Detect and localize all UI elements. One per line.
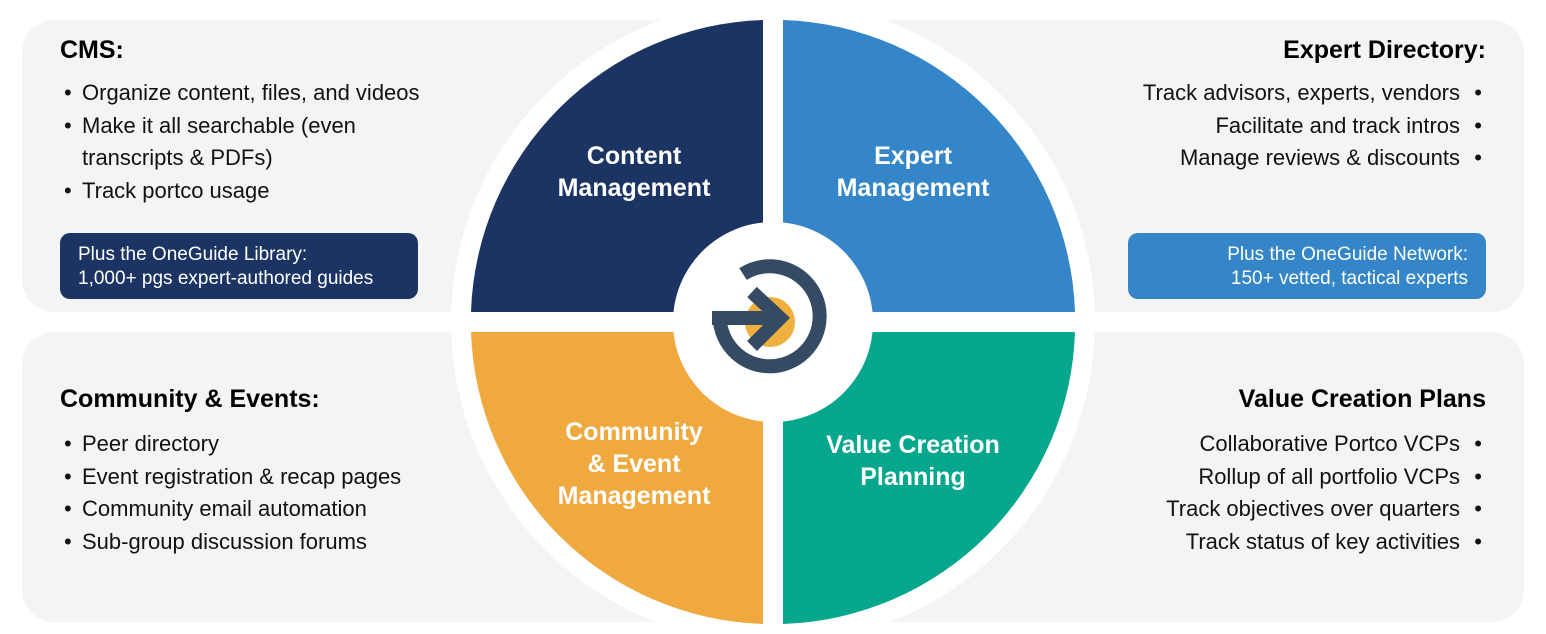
list-item: Make it all searchable (even transcripts… [60, 110, 412, 175]
list-item: Track advisors, experts, vendors [1062, 77, 1482, 110]
community-title: Community & Events: [60, 385, 320, 413]
list-item: Track portco usage [60, 175, 460, 208]
callout-line: 1,000+ pgs expert-authored guides [78, 267, 374, 289]
list-item: Track objectives over quarters [1062, 493, 1482, 526]
list-item: Peer directory [60, 428, 460, 461]
list-item: Rollup of all portfolio VCPs [1062, 461, 1482, 494]
quadrant-value-creation-planning [783, 332, 1075, 624]
list-item: Organize content, files, and videos [60, 77, 460, 110]
list-item: Event registration & recap pages [60, 461, 460, 494]
cms-title: CMS: [60, 36, 124, 64]
label-line: Value Creation [826, 431, 1000, 459]
list-item: Manage reviews & discounts [1062, 142, 1482, 175]
label-line: & Event [587, 450, 681, 478]
cms-list: Organize content, files, and videos Make… [60, 77, 460, 207]
callout-line: 150+ vetted, tactical experts [1230, 267, 1468, 289]
vcp-list: Collaborative Portco VCPs Rollup of all … [1062, 428, 1482, 558]
quadrant-content-management [471, 20, 763, 312]
label-line: Management [557, 482, 711, 510]
oneguide-library-callout: Plus the OneGuide Library: 1,000+ pgs ex… [60, 233, 418, 299]
value-creation-planning-label: Value Creation Planning [783, 429, 1043, 493]
community-event-management-label: Community & Event Management [504, 416, 764, 512]
list-item: Collaborative Portco VCPs [1062, 428, 1482, 461]
expert-directory-title: Expert Directory: [1283, 36, 1486, 64]
list-item: Facilitate and track intros [1062, 110, 1482, 143]
label-line: Management [836, 174, 990, 202]
list-item: Track status of key activities [1062, 526, 1482, 559]
vcp-title: Value Creation Plans [1238, 385, 1486, 413]
arrow-into-circle-icon [712, 259, 827, 374]
label-line: Content [586, 142, 682, 170]
oneguide-network-callout: Plus the OneGuide Network: 150+ vetted, … [1128, 233, 1486, 299]
expert-management-label: Expert Management [783, 140, 1043, 204]
callout-line: Plus the OneGuide Network: [1227, 244, 1468, 265]
list-item: Sub-group discussion forums [60, 526, 460, 559]
label-line: Expert [874, 142, 952, 170]
community-list: Peer directory Event registration & reca… [60, 428, 460, 558]
label-line: Community [565, 418, 703, 446]
list-item: Community email automation [60, 493, 460, 526]
label-line: Management [557, 174, 711, 202]
label-line: Planning [860, 463, 966, 491]
content-management-label: Content Management [504, 140, 764, 204]
expert-directory-list: Track advisors, experts, vendors Facilit… [1062, 77, 1482, 175]
callout-line: Plus the OneGuide Library: [78, 244, 308, 265]
quadrant-expert-management [783, 20, 1075, 312]
quadrant-community-event-management [471, 332, 763, 624]
